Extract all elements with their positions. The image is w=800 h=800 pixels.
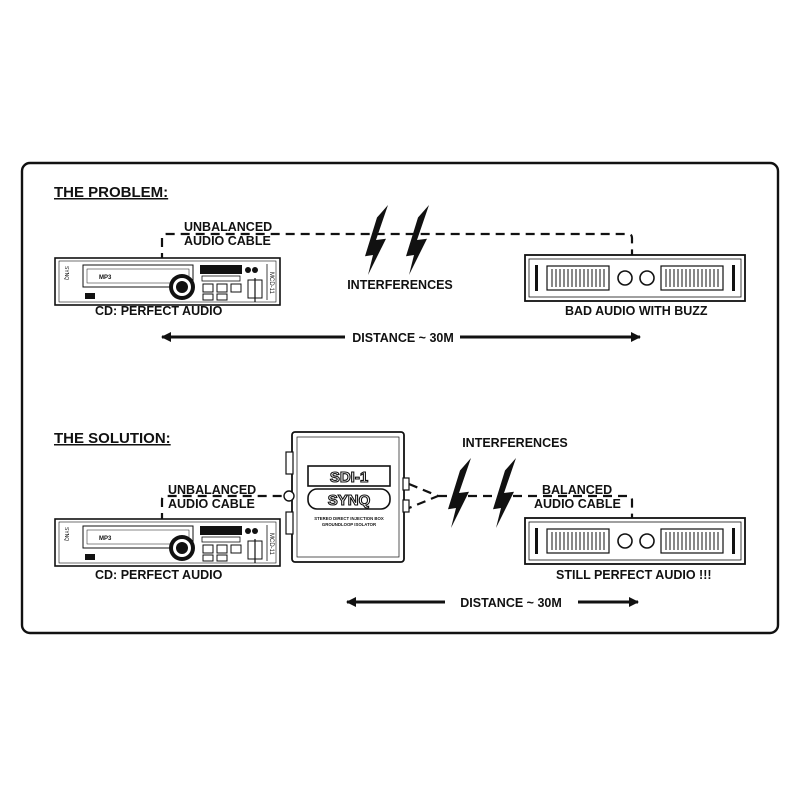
problem-cable-label-line2: AUDIO CABLE: [184, 234, 271, 248]
di-box-desc-line2: GROUNDLOOP ISOLATOR: [322, 522, 377, 527]
di-box: SDI-1 SYNQ STEREO DIRECT INJECTION BOX G…: [283, 431, 410, 563]
solution-unbalanced-cable: [160, 494, 290, 522]
solution-amp-caption: STILL PERFECT AUDIO !!!: [556, 568, 712, 582]
cd-player-brand: SYNQ: [63, 266, 69, 280]
solution-heading: THE SOLUTION:: [54, 430, 171, 447]
di-box-model: SDI-1: [330, 469, 368, 486]
problem-amplifier: [524, 254, 746, 302]
solution-cd-caption: CD: PERFECT AUDIO: [95, 568, 223, 582]
cd-player-display: MP3: [99, 536, 112, 542]
solution-balanced-label-line2: AUDIO CABLE: [534, 497, 621, 511]
di-box-brand: SYNQ: [328, 492, 371, 509]
solution-distance-label: DISTANCE ~ 30M: [460, 596, 562, 610]
cd-player-brand: SYNQ: [63, 527, 69, 541]
problem-amp-caption: BAD AUDIO WITH BUZZ: [565, 304, 708, 318]
solution-interferences-label: INTERFERENCES: [462, 436, 568, 450]
solution-cd-player: SYNQ MP3 MCD-11: [54, 518, 281, 567]
solution-balanced-cable: [408, 482, 634, 520]
problem-cd-player: SYNQ MP3 MCD-11: [54, 257, 281, 306]
problem-interferences-label: INTERFERENCES: [347, 278, 453, 292]
cd-player-model: MCD-11: [268, 272, 274, 295]
problem-unbalanced-cable: [160, 232, 634, 262]
cd-player-model: MCD-11: [268, 533, 274, 556]
solution-cable-label-line1: UNBALANCED: [168, 483, 256, 497]
solution-balanced-label-line1: BALANCED: [542, 483, 612, 497]
di-box-desc-line1: STEREO DIRECT INJECTION BOX: [314, 516, 384, 521]
problem-cable-label-line1: UNBALANCED: [184, 220, 272, 234]
problem-cd-caption: CD: PERFECT AUDIO: [95, 304, 223, 318]
cd-player-display: MP3: [99, 275, 112, 281]
solution-amplifier: [524, 517, 746, 565]
problem-heading: THE PROBLEM:: [54, 184, 168, 201]
solution-cable-label-line2: AUDIO CABLE: [168, 497, 255, 511]
problem-distance-label: DISTANCE ~ 30M: [352, 331, 454, 345]
